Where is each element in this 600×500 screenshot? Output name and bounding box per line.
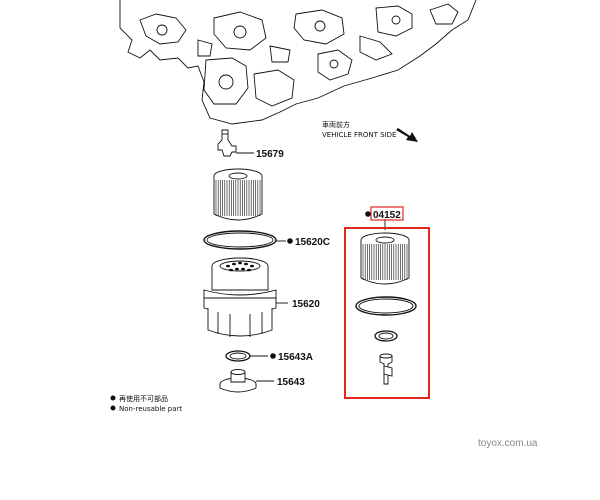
watermark: toyox.com.ua bbox=[478, 438, 538, 449]
part-label-15620c[interactable]: 15620C bbox=[295, 237, 330, 248]
part-label-15643[interactable]: 15643 bbox=[277, 377, 305, 388]
legend-dot-icon bbox=[110, 395, 116, 401]
legend-text-en: Non-reusable part bbox=[119, 405, 182, 413]
direction-label-jp: 車両前方 bbox=[322, 120, 350, 129]
kit-04152-drawing bbox=[355, 219, 417, 385]
kit-highlight-box bbox=[344, 227, 430, 399]
engine-block-drawing bbox=[119, 0, 477, 125]
part-label-15643a[interactable]: 15643A bbox=[278, 352, 313, 363]
part-15679-drawing bbox=[217, 129, 254, 157]
part-label-15679[interactable]: 15679 bbox=[256, 149, 284, 160]
legend-dot-icon-2 bbox=[110, 405, 116, 411]
part-label-15620[interactable]: 15620 bbox=[292, 299, 320, 310]
non-reusable-dot-15643a bbox=[270, 353, 276, 359]
non-reusable-dot-04152 bbox=[365, 211, 371, 217]
drain-plug-15643-drawing bbox=[219, 369, 274, 393]
gasket-15643a-drawing bbox=[225, 350, 268, 362]
o-ring-15620c-drawing bbox=[203, 230, 286, 250]
vehicle-front-arrow-icon bbox=[396, 128, 418, 142]
kit-label-highlight bbox=[370, 206, 404, 221]
legend-text-jp: 再使用不可部品 bbox=[119, 394, 168, 403]
direction-label-en: VEHICLE FRONT SIDE bbox=[322, 131, 396, 139]
non-reusable-dot-15620c bbox=[287, 238, 293, 244]
filter-cap-15620-drawing bbox=[203, 257, 288, 337]
part-label-04152[interactable]: 04152 bbox=[373, 210, 401, 221]
filter-element-drawing bbox=[213, 168, 263, 221]
